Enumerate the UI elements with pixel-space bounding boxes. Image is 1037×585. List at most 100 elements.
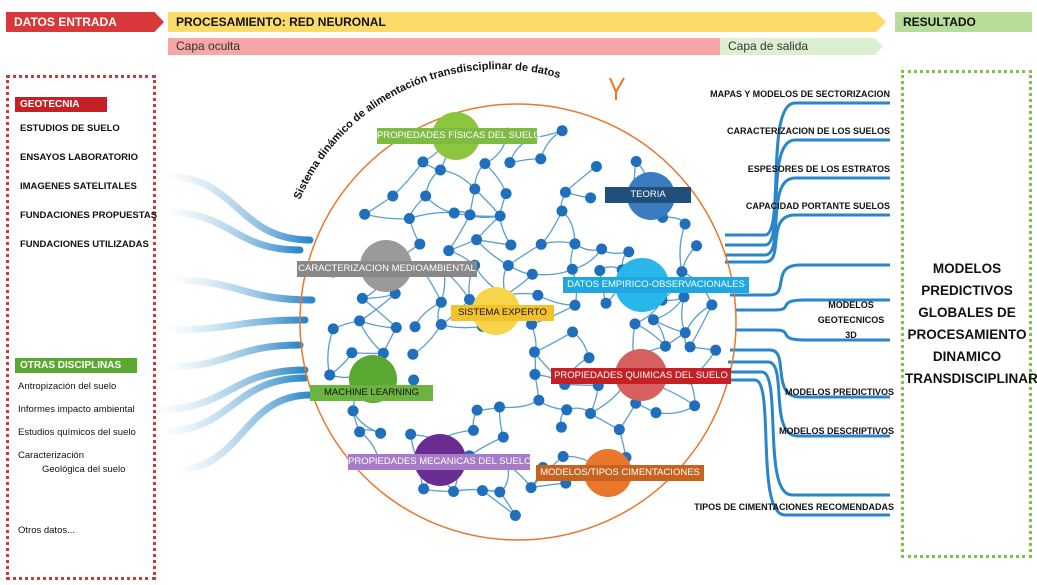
network-node	[528, 346, 540, 358]
network-node	[418, 483, 430, 495]
hidden-layer-header: Capa oculta	[168, 38, 720, 55]
output-stream	[730, 263, 890, 297]
network-node	[505, 239, 517, 251]
output-stream	[728, 360, 890, 438]
label-sistema-experto: SISTEMA EXPERTO	[451, 305, 554, 321]
network-node	[476, 485, 488, 497]
network-node	[650, 407, 662, 419]
network-node	[414, 238, 426, 250]
otras-disciplinas-tag: OTRAS DISCIPLINAS	[15, 358, 137, 373]
network-node	[448, 486, 460, 498]
input-stream	[161, 208, 304, 254]
input-stream	[161, 316, 309, 334]
label-propiedades-quimicas: PROPIEDADES QUIMICAS DEL SUELO	[551, 368, 731, 384]
network-node	[387, 190, 399, 202]
network-node	[585, 192, 597, 204]
network-edge	[448, 214, 471, 252]
network-edge	[440, 169, 476, 190]
network-node	[354, 426, 366, 438]
processing-header: PROCESAMIENTO: RED NEURONAL	[168, 12, 886, 32]
result-panel	[901, 70, 1032, 558]
network-node	[684, 341, 696, 353]
network-node	[434, 164, 446, 176]
network-node	[559, 186, 571, 198]
label-modelos-cimentaciones: MODELOS/TIPOS CIMENTACIONES	[536, 465, 704, 481]
network-node	[469, 183, 481, 195]
network-node	[590, 161, 602, 173]
label-datos-empiricos: DATOS EMPIRICO-OBSERVACIONALES	[563, 277, 749, 293]
output-item: GEOTECNICOS	[817, 315, 885, 325]
network-node	[504, 157, 516, 169]
network-node	[420, 190, 432, 202]
network-node	[600, 297, 612, 309]
result-line: TRANSDISCIPLINAR	[905, 371, 1037, 386]
input-stream	[171, 391, 314, 474]
output-item: CAPACIDAD PORTANTE SUELOS	[745, 201, 890, 211]
network-node	[555, 421, 567, 433]
network-node	[623, 246, 635, 258]
input-item: IMAGENES SATELITALES	[20, 181, 137, 192]
network-node	[676, 266, 688, 278]
input-item: ENSAYOS LABORATORIO	[20, 152, 139, 163]
network-node	[494, 210, 506, 222]
result-text: MODELOS PREDICTIVOS GLOBALES DE PROCESAM…	[905, 258, 1037, 390]
network-node	[464, 294, 476, 306]
network-node	[405, 428, 417, 440]
output-stream	[735, 298, 890, 312]
output-item: 3D	[845, 330, 857, 340]
network-node	[479, 158, 491, 170]
output-streams	[715, 101, 890, 517]
input-stream	[151, 366, 309, 414]
network-node	[407, 348, 419, 360]
network-edge	[565, 166, 597, 193]
network-node	[359, 208, 371, 220]
result-header: RESULTADO	[895, 12, 1032, 32]
label-propiedades-mecanicas: PROPIEDADES MECANICAS DEL SUELO	[348, 454, 531, 470]
network-node	[529, 368, 541, 380]
network-node	[327, 323, 339, 335]
output-stream	[715, 378, 890, 517]
output-item: MODELOS PREDICTIVOS	[784, 387, 894, 397]
input-item: FUNDACIONES UTILIZADAS	[20, 239, 149, 250]
network-node	[435, 318, 447, 330]
network-edge	[392, 161, 424, 197]
result-line: PREDICTIVOS	[921, 283, 1013, 298]
network-edge	[689, 304, 713, 348]
output-stream	[722, 370, 890, 497]
network-node	[533, 394, 545, 406]
network-node	[500, 188, 512, 200]
output-stream	[725, 101, 890, 237]
network-node	[569, 299, 581, 311]
arc-fork-icon	[609, 77, 625, 100]
network-node	[525, 482, 537, 494]
network-node	[561, 404, 573, 416]
network-node	[659, 340, 671, 352]
label-teoria: TEORIA	[605, 187, 691, 203]
network-edge	[532, 268, 573, 276]
network-edge	[364, 213, 410, 220]
label-machine-learning: MACHINE LEARNING	[310, 385, 433, 401]
input-item: Geológica del suelo	[42, 464, 126, 475]
input-stream	[161, 341, 304, 371]
network-node	[629, 318, 641, 330]
network-node	[467, 424, 479, 436]
network-edge	[634, 323, 666, 347]
network-node	[557, 450, 569, 462]
network-node	[532, 289, 544, 301]
input-item: FUNDACIONES PROPUESTAS	[20, 210, 158, 221]
network-node	[409, 321, 421, 333]
network-edge	[409, 211, 455, 220]
network-edge	[540, 210, 563, 245]
network-edge	[327, 328, 334, 376]
network-node	[417, 156, 429, 168]
network-node	[464, 209, 476, 221]
network-node	[630, 156, 642, 168]
network-node	[356, 292, 368, 304]
input-stream	[161, 172, 314, 244]
network-node	[443, 245, 455, 257]
network-node	[567, 326, 579, 338]
network-edge	[474, 188, 501, 217]
network-node	[471, 234, 483, 246]
network-node	[375, 427, 387, 439]
